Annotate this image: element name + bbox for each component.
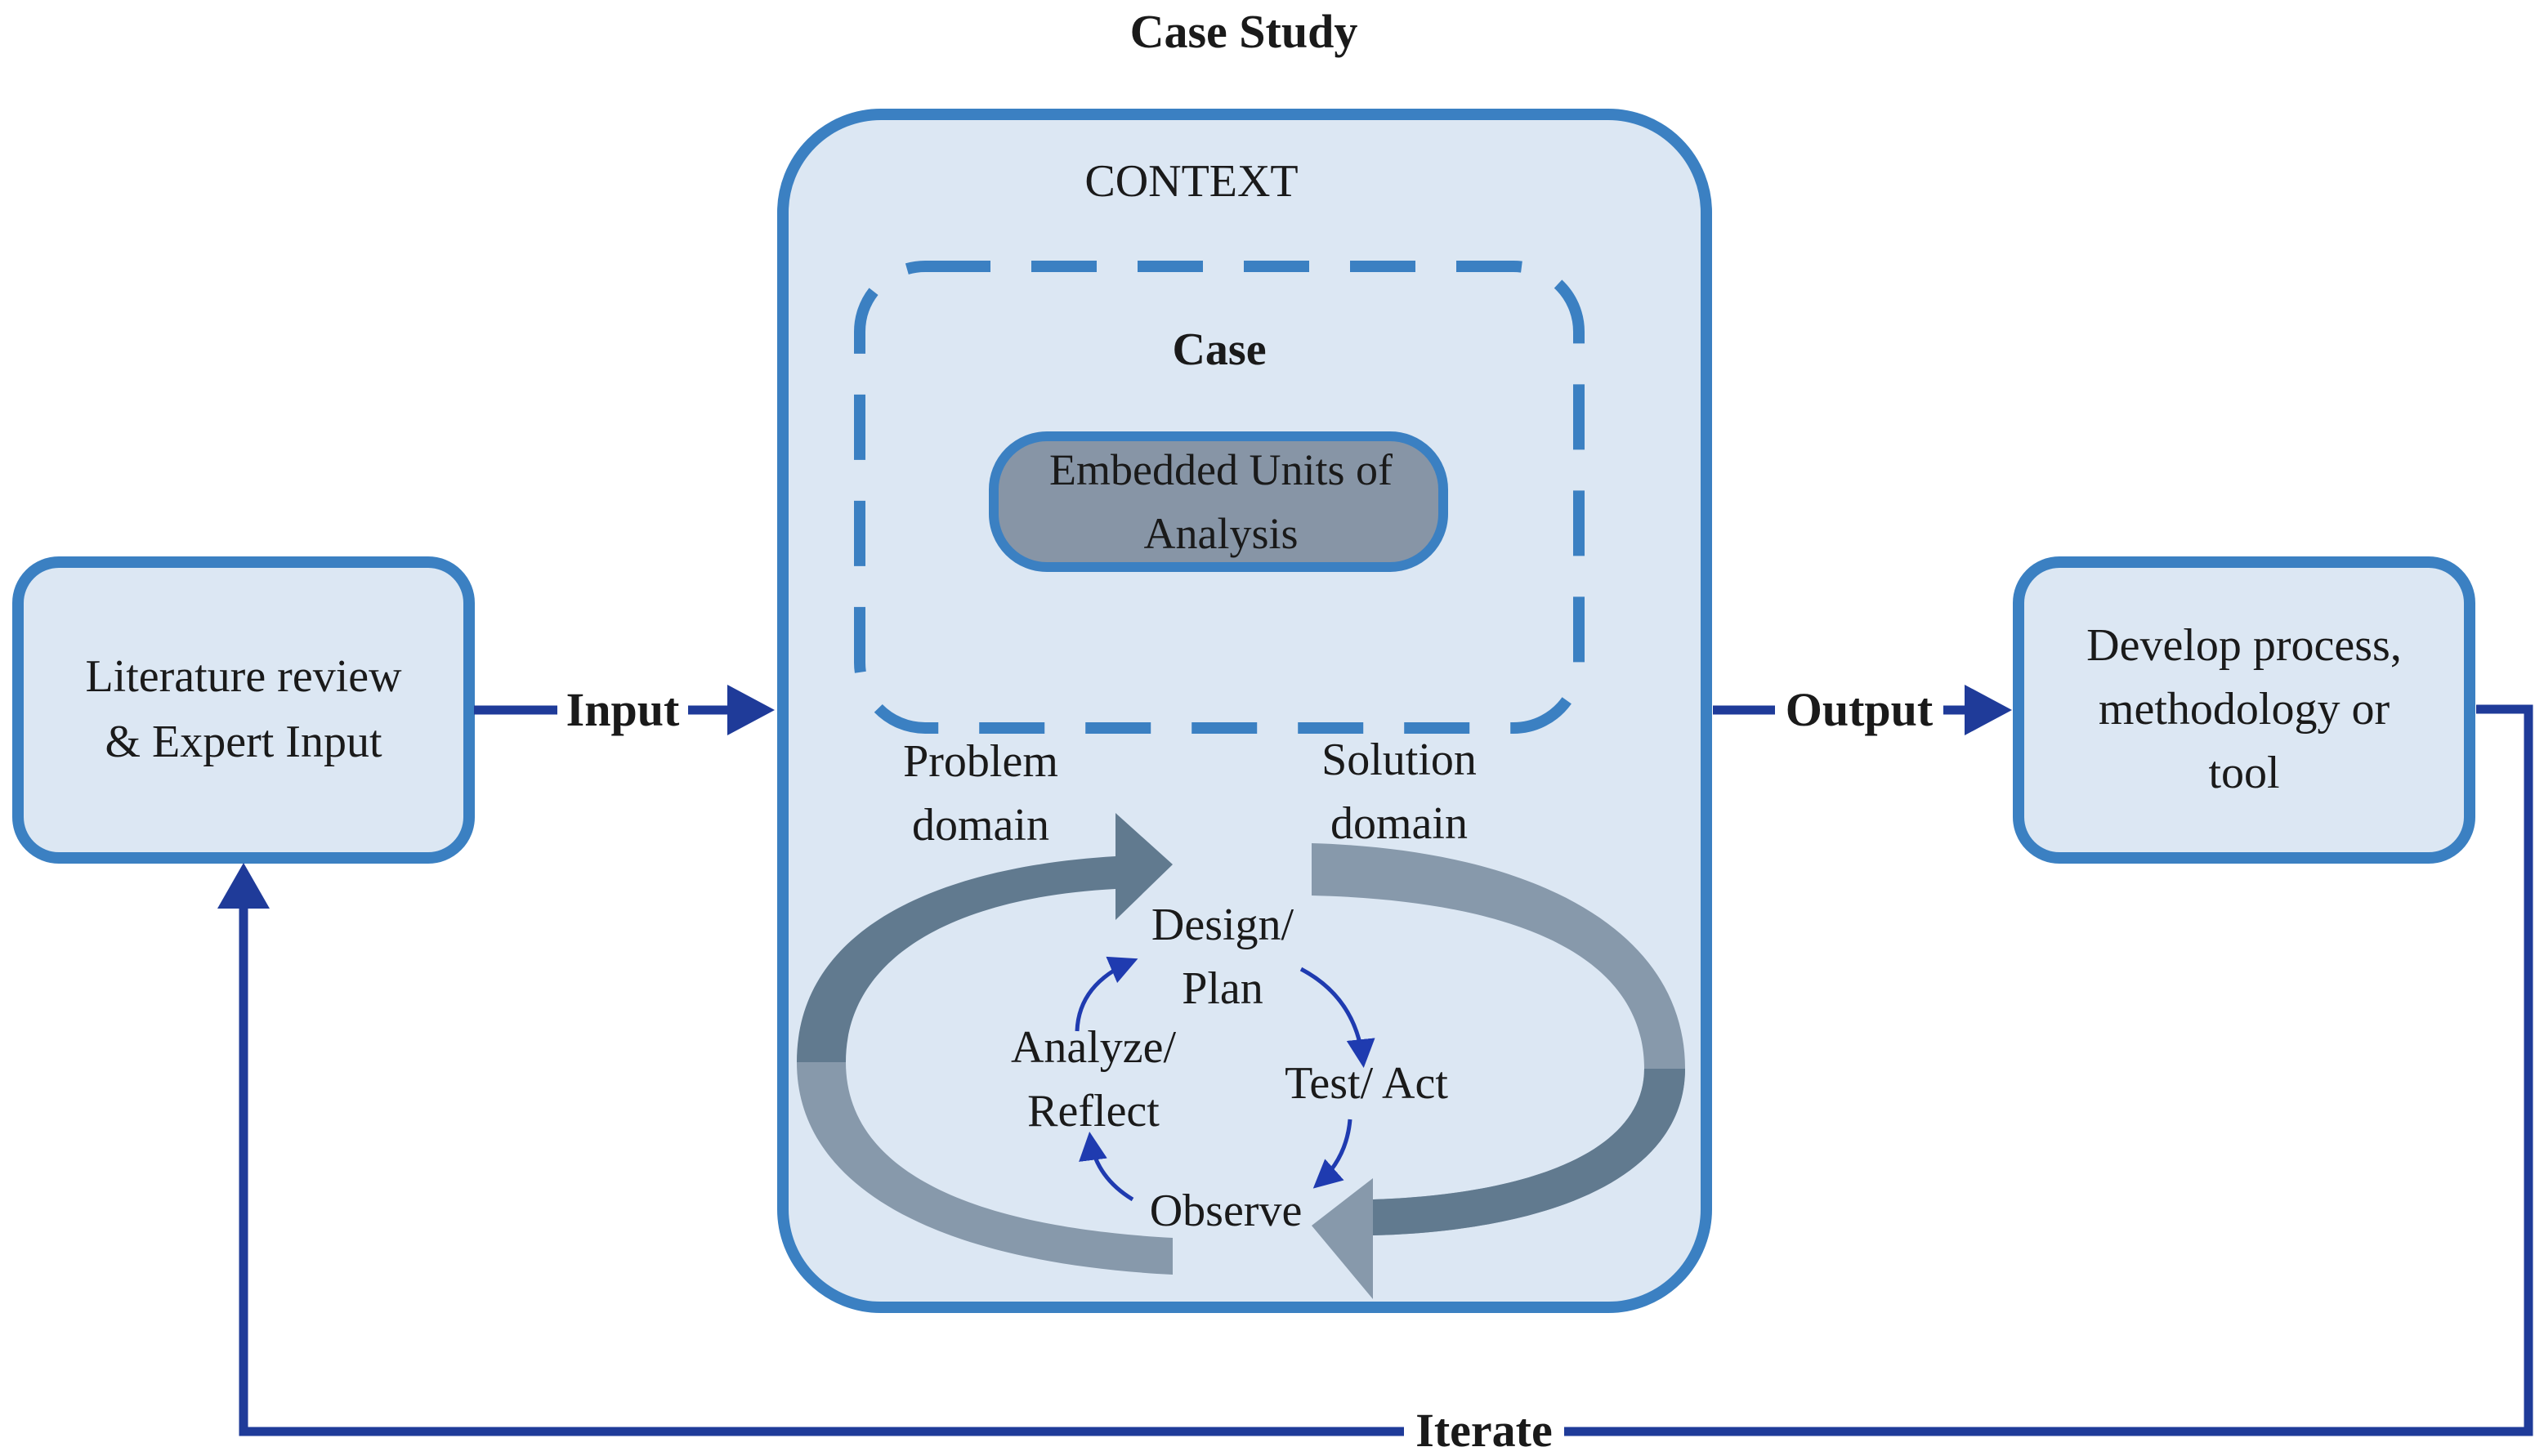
context-label: CONTEXT bbox=[1084, 156, 1298, 207]
develop-process-line1: Develop process, bbox=[2086, 620, 2402, 671]
iterate-feedback-line bbox=[239, 704, 2533, 1436]
cycle-design-line1: Design/ bbox=[1151, 900, 1294, 950]
solution-domain-line2: domain bbox=[1330, 798, 1468, 849]
solution-domain-line1: Solution bbox=[1321, 735, 1477, 785]
iterate-label: Iterate bbox=[1415, 1404, 1552, 1456]
cycle-observe: Observe bbox=[1150, 1186, 1303, 1236]
embedded-units-line1: Embedded Units of bbox=[1049, 445, 1393, 494]
input-label: Input bbox=[566, 683, 680, 736]
embedded-units-line2: Analysis bbox=[1144, 509, 1299, 558]
develop-process-box bbox=[2013, 556, 2475, 864]
problem-domain-lower-arc bbox=[797, 1062, 1173, 1275]
develop-process-line2: methodology or bbox=[2099, 684, 2390, 735]
case-label: Case bbox=[1172, 324, 1266, 375]
embedded-units-box bbox=[989, 431, 1448, 572]
input-label-bg bbox=[557, 678, 688, 735]
case-box bbox=[854, 261, 1585, 734]
cycle-arrow-analyze-to-design bbox=[1075, 956, 1138, 1032]
cycle-arrow-observe-to-analyze bbox=[1079, 1132, 1134, 1202]
cycle-test-act: Test/ Act bbox=[1285, 1058, 1448, 1109]
literature-review-line2: & Expert Input bbox=[105, 717, 382, 767]
output-arrowhead bbox=[1965, 685, 2012, 735]
iterate-arrowhead bbox=[217, 863, 270, 909]
develop-process-line3: tool bbox=[2208, 748, 2279, 798]
context-box bbox=[777, 109, 1712, 1313]
diagram-title: Case Study bbox=[1130, 5, 1358, 58]
input-arrowhead bbox=[727, 685, 775, 735]
problem-to-solution-arrow bbox=[797, 813, 1173, 1062]
cycle-design-line2: Plan bbox=[1182, 963, 1263, 1014]
literature-review-line1: Literature review bbox=[85, 651, 402, 702]
cycle-arrow-test-to-observe bbox=[1312, 1119, 1352, 1189]
literature-review-box bbox=[12, 556, 475, 864]
cycle-arrow-design-to-test bbox=[1299, 967, 1375, 1068]
iterate-label-bg bbox=[1404, 1400, 1564, 1456]
cycle-analyze-line1: Analyze/ bbox=[1011, 1022, 1177, 1073]
problem-domain-line2: domain bbox=[912, 800, 1049, 851]
output-label-bg bbox=[1775, 678, 1943, 735]
problem-domain-line1: Problem bbox=[903, 736, 1058, 787]
solution-return-arrow-underside bbox=[1373, 1069, 1685, 1235]
cycle-analyze-line2: Reflect bbox=[1027, 1086, 1160, 1137]
output-label: Output bbox=[1786, 683, 1934, 736]
